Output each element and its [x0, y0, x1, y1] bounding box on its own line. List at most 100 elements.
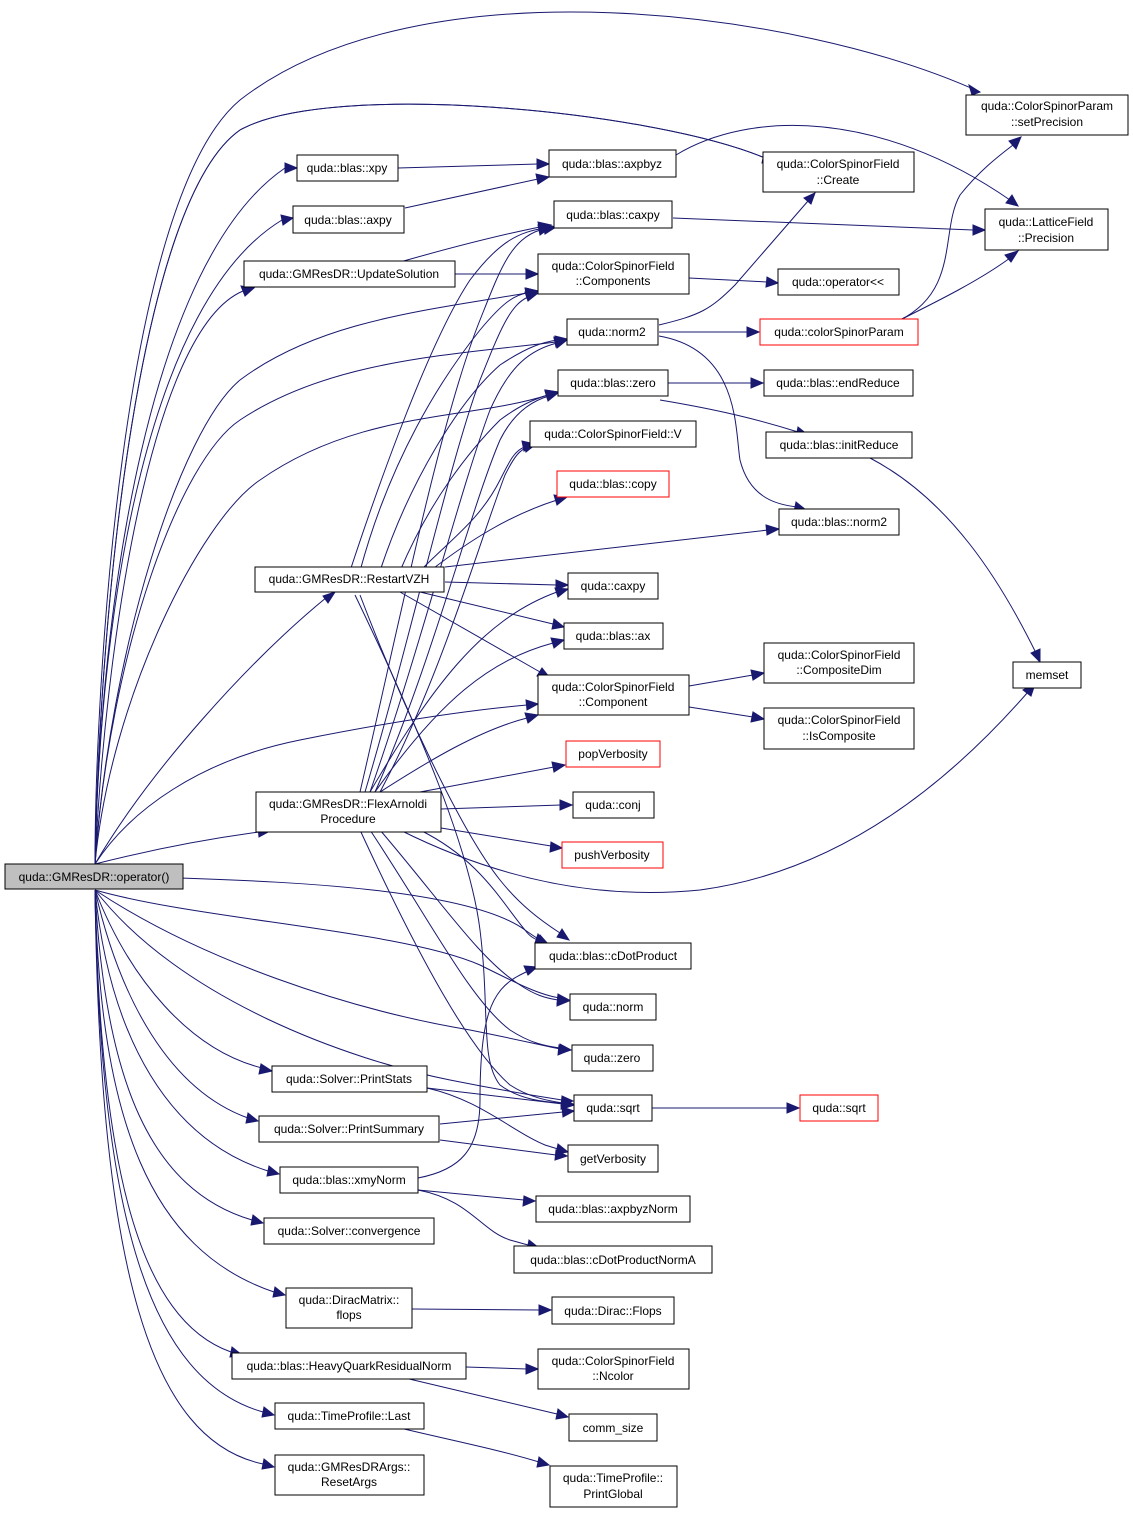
node-cdotproduct-label: quda::blas::cDotProduct [549, 949, 678, 963]
edge-operator-updatesolution [94, 285, 256, 865]
node-blas-ax[interactable]: quda::blas::ax [563, 622, 664, 650]
node-blas-caxpy-label: quda::blas::caxpy [566, 208, 659, 222]
node-ncolor[interactable]: quda::ColorSpinorField::Ncolor [537, 1348, 690, 1390]
node-endreduce[interactable]: quda::blas::endReduce [763, 369, 914, 397]
node-conj[interactable]: quda::conj [572, 791, 655, 819]
node-ncolor-label-2: ::Ncolor [592, 1369, 633, 1383]
node-printstats[interactable]: quda::Solver::PrintStats [271, 1065, 428, 1093]
node-popverbosity[interactable]: popVerbosity [565, 740, 661, 768]
edge-flex-zero [369, 829, 573, 1055]
node-sqrt-ext[interactable]: quda::sqrt [799, 1094, 879, 1122]
node-comm-size[interactable]: comm_size [568, 1413, 658, 1442]
edge-component-compositedim [688, 669, 766, 687]
node-memset[interactable]: memset [1012, 661, 1082, 689]
edge-flex-cdotproduct [419, 829, 550, 945]
node-compositedim[interactable]: quda::ColorSpinorField::CompositeDim [763, 642, 915, 684]
edge-flex-norm2 [369, 337, 569, 793]
node-blas-zero[interactable]: quda::blas::zero [557, 369, 669, 397]
node-cdotproductnorma[interactable]: quda::blas::cDotProductNormA [513, 1245, 713, 1274]
node-getverbosity-label: getVerbosity [580, 1152, 646, 1166]
node-update-solution-label: quda::GMResDR::UpdateSolution [259, 267, 439, 281]
edge-flex-pushverbosity [440, 827, 564, 853]
node-setprecision[interactable]: quda::ColorSpinorParam::setPrecision [965, 94, 1129, 136]
edge-operator-norm2 [94, 336, 569, 865]
edge-flex-ax [374, 637, 566, 793]
node-csf-v[interactable]: quda::ColorSpinorField::V [529, 420, 697, 448]
node-resetargs-label-2: ResetArgs [321, 1475, 377, 1489]
node-create-label-2: ::Create [817, 173, 860, 187]
node-initreduce[interactable]: quda::blas::initReduce [765, 431, 913, 459]
node-restart-vzh[interactable]: quda::GMResDR::RestartVZH [254, 566, 445, 593]
node-iscomposite-label-2: ::IsComposite [802, 729, 876, 743]
node-pushverbosity[interactable]: pushVerbosity [561, 841, 664, 869]
node-timeprofile-last[interactable]: quda::TimeProfile::Last [274, 1402, 425, 1430]
node-conj-label: quda::conj [585, 798, 640, 812]
node-update-solution[interactable]: quda::GMResDR::UpdateSolution [243, 260, 456, 288]
edge-timeprofile-printglobal [399, 1427, 551, 1468]
edge-operator-flexarnoldi [94, 826, 272, 865]
edge-colorspinorparam-precision [899, 250, 1020, 321]
edge-printsummary-getverbosity [439, 1139, 569, 1161]
node-norm[interactable]: quda::norm [569, 993, 657, 1021]
edge-xpy-axpbyz [397, 158, 551, 170]
edge-initreduce-memset [869, 457, 1041, 664]
edge-operator-heavyquark [94, 889, 244, 1358]
edge-colorspinorparam-setprecision [899, 136, 1022, 321]
node-operator[interactable]: quda::GMResDR::operator() [4, 863, 184, 890]
node-blas-copy-label: quda::blas::copy [569, 477, 656, 491]
node-norm2-label: quda::norm2 [578, 325, 646, 339]
node-blas-copy[interactable]: quda::blas::copy [556, 470, 670, 498]
node-xmynorm-label: quda::blas::xmyNorm [292, 1173, 405, 1187]
node-zero[interactable]: quda::zero [571, 1044, 654, 1072]
node-axpbyz[interactable]: quda::blas::axpbyz [548, 149, 677, 178]
node-comm-size-label: comm_size [583, 1421, 644, 1435]
node-blas-norm2[interactable]: quda::blas::norm2 [778, 508, 900, 536]
edge-restart-components [359, 287, 540, 572]
node-components-label-2: ::Components [576, 274, 651, 288]
node-xpy[interactable]: quda::blas::xpy [296, 154, 399, 182]
node-blas-caxpy[interactable]: quda::blas::caxpy [553, 200, 673, 229]
node-axpbyznorm-label: quda::blas::axpbyzNorm [548, 1202, 677, 1216]
node-cdotproductnorma-label: quda::blas::cDotProductNormA [530, 1253, 695, 1267]
node-xmynorm[interactable]: quda::blas::xmyNorm [279, 1166, 419, 1194]
node-axpy[interactable]: quda::blas::axpy [292, 205, 405, 234]
node-sqrt-ext-label: quda::sqrt [812, 1101, 866, 1115]
edge-restart-blasnorm2 [444, 524, 781, 568]
node-flexarnoldi-label-1: quda::GMResDR::FlexArnoldi [269, 797, 427, 811]
edge-operator-xmynorm [94, 889, 281, 1177]
node-norm2[interactable]: quda::norm2 [566, 318, 659, 346]
edge-update-caxpy [399, 221, 553, 263]
edge-heavyquark-ncolor [465, 1363, 540, 1375]
edge-restart-ax [419, 591, 566, 630]
edge-operator-printstats [94, 889, 274, 1075]
node-printsummary-label: quda::Solver::PrintSummary [274, 1122, 424, 1136]
node-printsummary[interactable]: quda::Solver::PrintSummary [258, 1115, 440, 1143]
node-getverbosity[interactable]: getVerbosity [567, 1144, 659, 1173]
node-colorspinorparam[interactable]: quda::colorSpinorParam [759, 318, 919, 346]
node-create[interactable]: quda::ColorSpinorField::Create [762, 151, 915, 193]
edge-flex-component [379, 712, 540, 793]
node-convergence[interactable]: quda::Solver::convergence [263, 1217, 435, 1245]
node-components-label-1: quda::ColorSpinorField [552, 259, 675, 273]
node-component[interactable]: quda::ColorSpinorField::Component [537, 674, 690, 716]
node-blas-zero-label: quda::blas::zero [570, 376, 656, 390]
node-precision[interactable]: quda::LatticeField::Precision [984, 208, 1109, 251]
node-heavyquark[interactable]: quda::blas::HeavyQuarkResidualNorm [231, 1352, 467, 1380]
node-axpbyznorm[interactable]: quda::blas::axpbyzNorm [535, 1195, 691, 1223]
node-sqrt[interactable]: quda::sqrt [573, 1094, 653, 1122]
node-caxpy[interactable]: quda::caxpy [567, 572, 659, 600]
node-zero-label: quda::zero [584, 1051, 641, 1065]
node-dirac-flops[interactable]: quda::Dirac::Flops [551, 1296, 675, 1325]
edge-xmynorm-axpbyznorm [417, 1189, 537, 1207]
node-cdotproduct[interactable]: quda::blas::cDotProduct [534, 942, 692, 970]
node-components[interactable]: quda::ColorSpinorField::Components [537, 253, 690, 295]
node-printglobal[interactable]: quda::TimeProfile::PrintGlobal [549, 1465, 678, 1508]
node-operator-shift[interactable]: quda::operator<< [777, 268, 900, 296]
node-memset-label: memset [1026, 668, 1069, 682]
node-resetargs[interactable]: quda::GMResDRArgs::ResetArgs [274, 1454, 425, 1496]
node-blas-ax-label: quda::blas::ax [576, 629, 651, 643]
node-iscomposite[interactable]: quda::ColorSpinorField::IsComposite [763, 707, 915, 750]
node-diracmatrix-flops[interactable]: quda::DiracMatrix::flops [285, 1287, 413, 1329]
edge-flex-csfv [379, 442, 538, 793]
